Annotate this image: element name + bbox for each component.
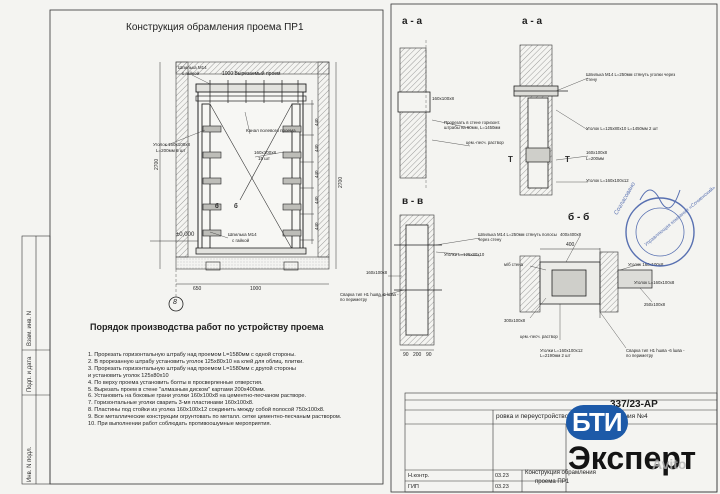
section-bb — [519, 235, 653, 349]
aa-note-6: 160х100х8 — [586, 150, 608, 155]
step-item: 1. Прорезать горизонтальную штрабу над п… — [88, 352, 296, 358]
step-item: 5. Вырезать проем в стене "алмазным диск… — [88, 386, 266, 393]
bb-note-7: Сварка тип Н1 hшва -6 lшва - по периметр… — [626, 348, 685, 358]
stud-bottom-label-2: с гайкой — [232, 238, 250, 243]
gip-label: ГИП — [408, 484, 419, 490]
bb-note-4: 300х100х8 — [504, 318, 526, 323]
axis-letter: 8 — [173, 299, 177, 306]
section-aa-left-title: а - а — [402, 16, 423, 27]
bb-note-9: 250х100х8 — [644, 302, 666, 307]
date-2: 03.23 — [495, 484, 509, 490]
aa-note-7: L=200мм — [586, 156, 604, 161]
main-title: Конструкция обрамления проема ПР1 — [126, 22, 304, 33]
aa-note-1: 160х100х8 — [432, 96, 455, 101]
bb-note-8: Уголок L=160х100х8 — [634, 280, 675, 285]
procedure-steps: 1. Прорезать горизонтальную штрабу над п… — [88, 352, 341, 428]
section-mark-b-2: б — [215, 204, 219, 210]
section-bb-title: б - б — [568, 212, 590, 223]
logo-mark: БТИ — [566, 405, 628, 440]
sheet-title: Конструкция обрамления — [525, 470, 596, 476]
sheet-title-2: проема ПР1 — [535, 479, 570, 485]
step-item: 3. Прорезать горизонтальную штрабу над п… — [88, 365, 296, 372]
step-item: 8. Пластины под стойки из уголка 160х100… — [88, 407, 325, 414]
section-aa-left — [397, 40, 471, 190]
vv-dim-1: 90 — [403, 352, 409, 358]
project-code: 337/23-АР — [610, 399, 658, 410]
step-item: 7. Горизонтальные уголки сварить 3-мя пл… — [88, 400, 254, 407]
strip-note: 160х100х8 — [254, 150, 277, 155]
stud-bottom-label: Шпилька М14 — [228, 232, 257, 237]
aa-note-5: Уголок L=125х80х10 L=1450мм 2 шт — [586, 126, 658, 131]
zero-mark: ±0,000 — [176, 232, 195, 238]
watermark: Avito — [652, 456, 687, 472]
date-1: 03.23 — [495, 473, 509, 479]
step-item: 10. При выполнении работ соблюдать проти… — [88, 421, 272, 428]
vv-dim-3: 90 — [426, 352, 432, 358]
side-strip — [21, 235, 51, 485]
step-item: 4. По верху проема установить болты в пр… — [88, 379, 263, 386]
section-mark-b: б — [234, 204, 238, 210]
bb-note-3: Уголок 160х100х8 — [628, 262, 664, 267]
bb-note-5: цем.-песч. раствор — [520, 334, 558, 339]
section-vv-title: в - в — [402, 196, 424, 207]
vv-note-3: 160х100х8 — [366, 270, 388, 275]
angle-note: Уголок 160х100х8 — [153, 142, 191, 147]
seal-ring-text: Управляющая компания «Сочиенский» — [643, 184, 717, 248]
stud-top-label-2: с гайкой — [182, 71, 200, 76]
bb-dim: 400 — [566, 242, 575, 248]
title-block-grid — [404, 392, 718, 493]
step-item: и установить уголок 125х80х10 — [88, 372, 169, 379]
elevation-view — [150, 61, 337, 312]
vv-note-2: Уголки L=125х80х10 — [444, 252, 485, 257]
aa-note-2: Прорезать в стене горизонт. штрабы на 60… — [444, 120, 501, 130]
aa-note-8: Уголок L=160х100х12 — [586, 178, 629, 183]
vv-dim-2: 200 — [413, 352, 422, 358]
bb-note-6: Уголки L=160х100х12 L=2190мм 2 шт — [540, 348, 583, 358]
channel-note: Канал полевого проема — [246, 128, 296, 133]
stud-top-label: Шпилька М14 — [178, 65, 207, 70]
dim-bottom-left: 650 — [193, 286, 202, 292]
bti-expert-logo: БТИ Эксперт — [566, 405, 720, 477]
angle-note-2: L=200мм 6 шт — [156, 148, 186, 153]
cut-label: 1000 Вырезаемый проем — [222, 71, 281, 77]
bb-note-2: м/б стена — [504, 262, 524, 267]
vv-note-4: Сварка тип Н1 hшва -6 lшва - по периметр… — [340, 292, 399, 302]
logo-word: Эксперт — [568, 440, 697, 476]
step-item: 2. В прорезанную штрабу установить уголо… — [88, 358, 304, 365]
aa-note-4: Шпилька М14 L=250мм стянуть уголки через… — [586, 72, 676, 82]
svg-text:T: T — [565, 155, 570, 164]
n-kontr-label: Н.контр. — [408, 473, 430, 479]
step-item: 6. Установить на боковые грани уголки 16… — [88, 393, 307, 400]
bb-note-1: 400х400х8 — [560, 232, 582, 237]
step-item: 9. Все металлические конструкции огрунто… — [88, 414, 342, 421]
dim-bottom-mid: 1000 — [250, 286, 262, 292]
section-aa-right-title: а - а — [522, 16, 543, 27]
vv-note-1: Шпилька М14 L=250мм стянуть полосы через… — [478, 232, 557, 242]
section-vv — [377, 214, 481, 351]
section-aa-right: T T — [508, 44, 589, 196]
aa-note-3: цем.-песч. раствор — [466, 140, 504, 145]
procedure-title: Порядок производства работ по устройству… — [90, 322, 324, 332]
approval-seal: Управляющая компания «Сочиенский» Соглас… — [614, 181, 717, 267]
strip-note-2: 15 шт — [258, 156, 270, 161]
svg-text:T: T — [508, 155, 513, 164]
